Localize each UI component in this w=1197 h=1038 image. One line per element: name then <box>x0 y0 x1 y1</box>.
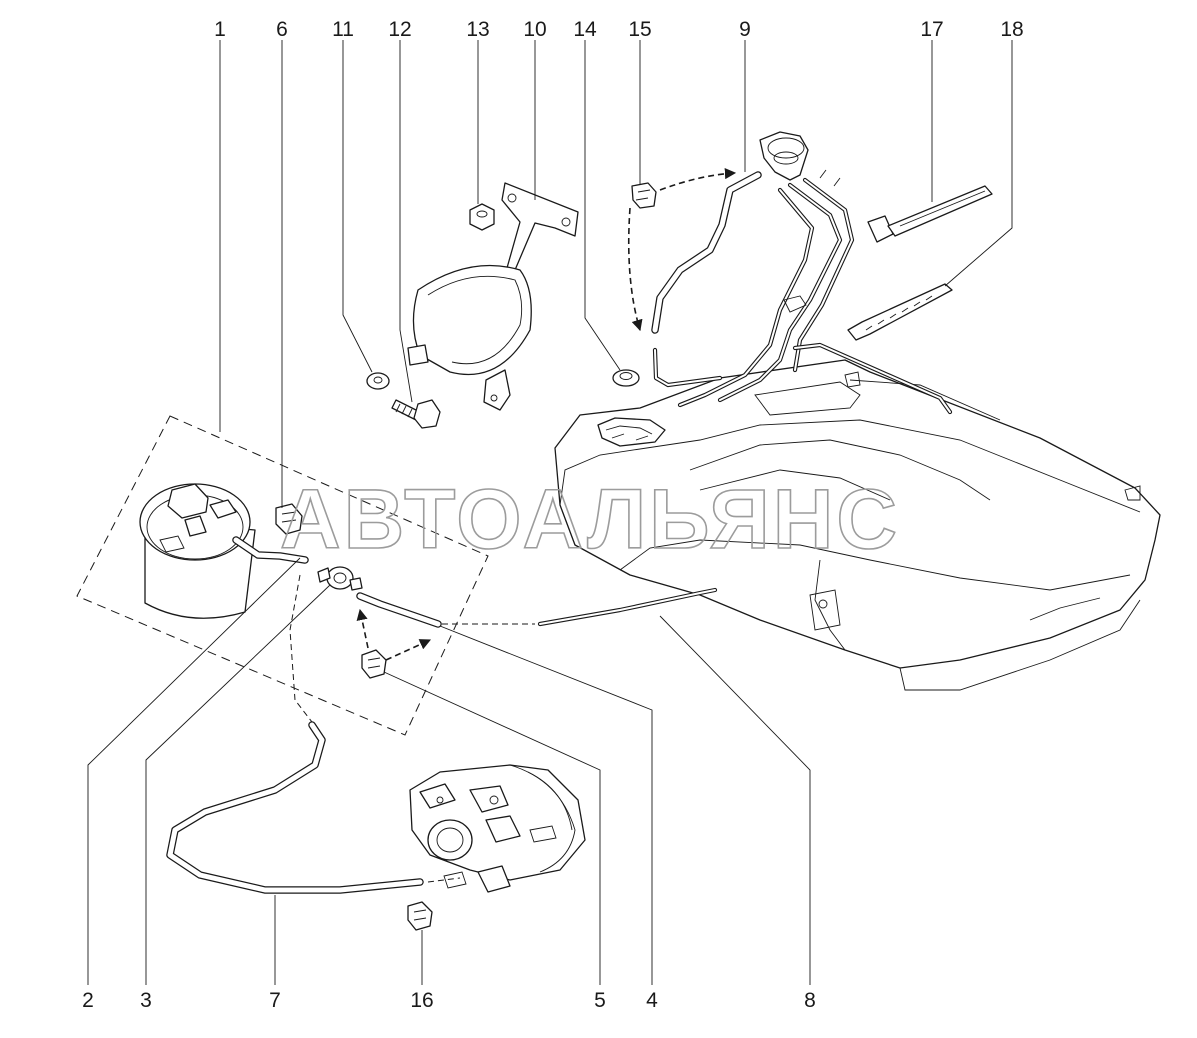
part-18-cable-strap <box>847 283 953 341</box>
callout-11: 11 <box>332 18 354 41</box>
callout-12: 12 <box>388 18 411 41</box>
part-17-cable-tie <box>867 185 993 243</box>
part-11-washer <box>366 372 390 390</box>
callout-16: 16 <box>410 989 433 1012</box>
callout-labels: 1 6 11 12 13 10 14 15 9 17 18 2 3 7 16 5… <box>82 18 1024 1012</box>
callout-14: 14 <box>573 18 597 41</box>
callout-13: 13 <box>466 18 489 41</box>
part-1-canister-group <box>76 415 489 736</box>
callout-3: 3 <box>140 989 152 1012</box>
callout-15: 15 <box>628 18 651 41</box>
part-10-canister-bracket <box>407 182 579 411</box>
watermark-text: АВТОАЛЬЯНС <box>280 472 900 566</box>
part-13-nut <box>469 203 495 231</box>
part-9-vent-hose <box>651 171 762 388</box>
part-16-hose-clamp <box>407 901 433 931</box>
callout-5: 5 <box>594 989 606 1012</box>
callout-7: 7 <box>269 989 281 1012</box>
part-8-fuel-line <box>442 587 718 627</box>
callout-9: 9 <box>739 18 751 41</box>
callout-1: 1 <box>214 18 226 41</box>
callout-6: 6 <box>276 18 288 41</box>
part-14-grommet <box>612 369 640 387</box>
part-12-bolt <box>391 399 441 429</box>
callout-8: 8 <box>804 989 816 1012</box>
part-15-clip <box>627 167 737 332</box>
callout-2: 2 <box>82 989 94 1012</box>
callout-17: 17 <box>920 18 943 41</box>
callout-18: 18 <box>1000 18 1023 41</box>
part-7-purge-hose <box>166 574 461 894</box>
callout-4: 4 <box>646 989 658 1012</box>
callout-10: 10 <box>523 18 546 41</box>
leader-lines <box>87 40 1013 985</box>
throttle-body <box>409 764 586 893</box>
filler-neck <box>677 131 953 415</box>
